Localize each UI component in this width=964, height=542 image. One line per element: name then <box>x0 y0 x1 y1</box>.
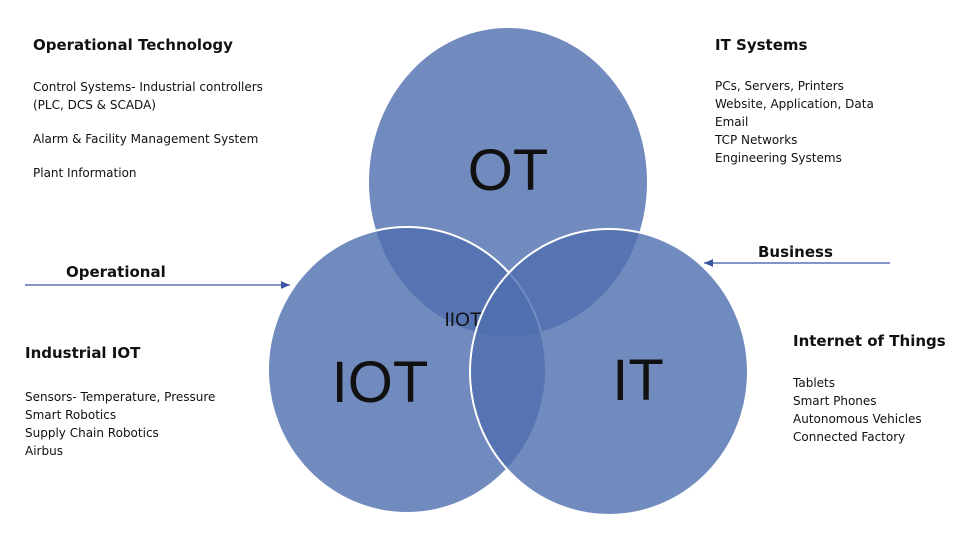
industrial-iot-title: Industrial IOT <box>25 344 141 362</box>
list-item: Smart Phones <box>793 394 877 408</box>
list-item: PCs, Servers, Printers <box>715 79 844 93</box>
list-item: Supply Chain Robotics <box>25 426 159 440</box>
iot-label: IOT <box>332 350 429 415</box>
it-circle <box>469 228 749 516</box>
list-item: Airbus <box>25 444 63 458</box>
list-item: TCP Networks <box>715 133 798 147</box>
list-item: Plant Information <box>33 166 137 180</box>
it-systems-title: IT Systems <box>715 36 808 54</box>
list-item: Autonomous Vehicles <box>793 412 922 426</box>
operational-technology-list: Control Systems- Industrial controllers … <box>33 78 263 182</box>
it-systems-list: PCs, Servers, Printers Website, Applicat… <box>715 77 874 167</box>
list-item: Website, Application, Data <box>715 97 874 111</box>
list-item: (PLC, DCS & SCADA) <box>33 98 156 112</box>
list-item: Connected Factory <box>793 430 906 444</box>
operational-arrow-label: Operational <box>66 263 166 281</box>
list-item: Alarm & Facility Management System <box>33 132 259 146</box>
list-item: Engineering Systems <box>715 151 842 165</box>
iiot-label: IIOT <box>445 310 482 331</box>
it-label: IT <box>612 348 664 413</box>
internet-of-things-list: Tablets Smart Phones Autonomous Vehicles… <box>793 374 922 446</box>
list-item: Smart Robotics <box>25 408 117 422</box>
list-item: Email <box>715 115 749 129</box>
business-arrow-label: Business <box>758 243 833 261</box>
internet-of-things-title: Internet of Things <box>793 332 946 350</box>
industrial-iot-list: Sensors- Temperature, Pressure Smart Rob… <box>25 388 215 460</box>
list-item: Sensors- Temperature, Pressure <box>25 390 216 404</box>
operational-technology-title: Operational Technology <box>33 36 233 54</box>
list-item: Tablets <box>793 376 835 390</box>
ot-label: OT <box>468 138 549 203</box>
list-item: Control Systems- Industrial controllers <box>33 80 263 94</box>
